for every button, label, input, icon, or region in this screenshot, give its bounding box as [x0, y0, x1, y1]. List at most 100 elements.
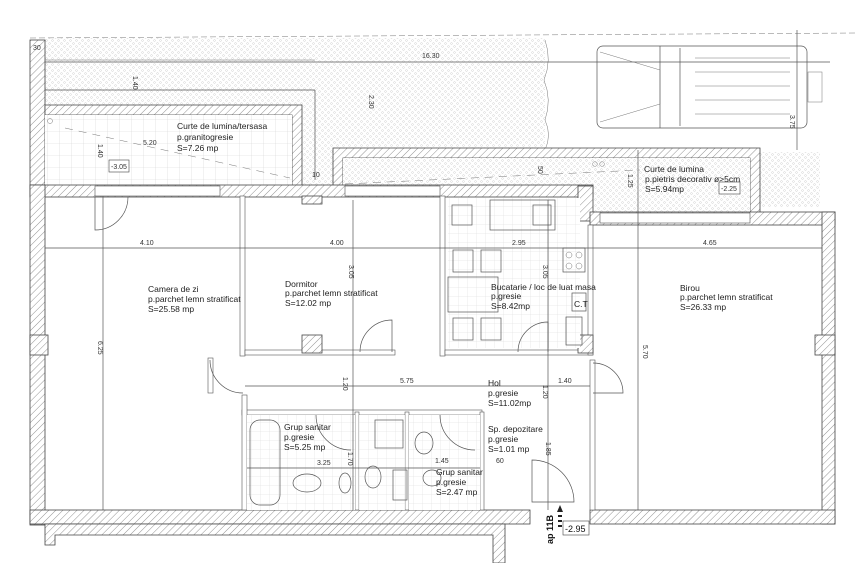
dim-50: 50 [536, 166, 543, 174]
door[interactable] [359, 319, 393, 353]
dim-3-05: 3.05 [541, 265, 548, 279]
svg-text:Dormitor: Dormitor [285, 279, 318, 289]
toilet-icon [364, 465, 382, 489]
boiler [571, 292, 587, 312]
washing-machine [392, 469, 408, 501]
fridge [565, 316, 583, 346]
room-terrace: Curte de lumina/tersasa p.granitogresie … [177, 121, 268, 153]
planting-edge [543, 39, 549, 151]
car-icon [596, 45, 823, 129]
room-kitchen: Bucatarie / loc de luat masa p.gresie S=… [491, 282, 596, 311]
entrance-arrow-icon [557, 505, 563, 527]
svg-text:S=1.01 mp: S=1.01 mp [488, 444, 530, 454]
drain-icon [599, 161, 605, 167]
svg-text:S=12.02 mp: S=12.02 mp [285, 298, 331, 308]
dining-table [447, 276, 499, 313]
sink-icon [532, 204, 552, 226]
bidet-icon [338, 472, 352, 494]
window [344, 185, 441, 197]
lower-wall [44, 523, 506, 563]
room-bathroom-2: Grup sanitar p.gresie S=2.47 mp [436, 467, 483, 497]
south-wall-birou [589, 509, 836, 525]
svg-text:Grup sanitar: Grup sanitar [284, 422, 331, 432]
svg-text:S=5.25 mp: S=5.25 mp [284, 442, 326, 452]
south-wall [29, 509, 531, 525]
entrance-door[interactable] [531, 459, 575, 503]
dim-4-10: 4.10 [140, 240, 154, 247]
dim-4-00: 4.00 [330, 240, 344, 247]
svg-text:p.pietris decorativ ø>5cm: p.pietris decorativ ø>5cm [645, 174, 740, 184]
dim-1-70: 1.70 [346, 452, 353, 466]
bathtub-icon [249, 419, 281, 506]
svg-text:Hol: Hol [488, 378, 501, 388]
chair [480, 317, 502, 341]
window [94, 185, 221, 197]
property-line [29, 32, 856, 39]
chair [452, 249, 474, 273]
dim-3-05: 3.05 [347, 265, 354, 279]
dim-5-75: 5.75 [400, 378, 414, 385]
svg-text:S=2.47 mp: S=2.47 mp [436, 487, 478, 497]
sink-counter [489, 199, 556, 231]
svg-text:p.gresie: p.gresie [284, 432, 315, 442]
svg-text:-2.95: -2.95 [565, 524, 586, 534]
room-living: Camera de zi p.parchet lemn stratificat … [148, 284, 241, 314]
door[interactable] [592, 362, 624, 394]
dim-1-40: 1.40 [131, 76, 138, 90]
dim-1-85: 1.85 [544, 442, 551, 456]
door[interactable] [439, 414, 476, 451]
dim-6-25: 6.25 [96, 341, 103, 355]
svg-text:Camera de zi: Camera de zi [148, 284, 199, 294]
svg-text:p.parchet lemn stratificat: p.parchet lemn stratificat [148, 294, 241, 304]
paved-strip [760, 152, 820, 207]
dim-1-25: 1.25 [626, 174, 633, 188]
room-hall: Hol p.gresie S=11.02mp [488, 378, 531, 408]
chair [480, 249, 502, 273]
dim-1-45: 1.45 [435, 458, 449, 465]
dim-5-20: 5.20 [143, 140, 157, 147]
door[interactable] [94, 196, 129, 231]
dim-4-65: 4.65 [703, 240, 717, 247]
svg-text:p.parchet lemn stratificat: p.parchet lemn stratificat [680, 292, 773, 302]
svg-text:S=25.58 mp: S=25.58 mp [148, 304, 194, 314]
dim-1-20: 1.20 [541, 385, 548, 399]
door[interactable] [315, 414, 352, 451]
room-storage: Sp. depozitare p.gresie S=1.01 mp [488, 424, 543, 454]
svg-text:Curte de lumina/tersasa: Curte de lumina/tersasa [177, 121, 268, 131]
level-tag-lightwell: -2.25 [718, 181, 741, 195]
room-lightwell: Curte de lumina p.pietris decorativ ø>5c… [644, 164, 740, 194]
svg-text:Birou: Birou [680, 283, 700, 293]
east-wall [821, 211, 836, 525]
svg-text:Curte de lumina: Curte de lumina [644, 164, 704, 174]
svg-text:-2.25: -2.25 [721, 186, 737, 193]
svg-text:Bucatarie / loc de luat masa: Bucatarie / loc de luat masa [491, 282, 596, 292]
door[interactable] [517, 321, 549, 353]
svg-text:S=5.94mp: S=5.94mp [645, 184, 684, 194]
svg-text:-3.05: -3.05 [111, 164, 127, 171]
dim-3-25: 3.25 [317, 460, 331, 467]
chair [452, 317, 474, 341]
svg-text:Sp. depozitare: Sp. depozitare [488, 424, 543, 434]
dim-1-40: 1.40 [96, 144, 103, 158]
terrace-left-wall [29, 39, 46, 189]
dim-5-70: 5.70 [641, 345, 648, 359]
shower-icon [374, 419, 404, 449]
svg-text:p.granitogresie: p.granitogresie [177, 132, 234, 142]
drain-icon [47, 118, 53, 124]
dim-16-30: 16.30 [422, 53, 440, 60]
dim-2-30: 2.30 [367, 95, 374, 109]
terrace-tiles [45, 115, 292, 186]
dim-30: 30 [33, 45, 41, 52]
drain-icon [592, 161, 598, 167]
level-tag-terrace: -3.05 [108, 159, 130, 173]
level-tag-entry: -2.95 [562, 520, 590, 536]
dim-60: 60 [496, 458, 504, 465]
washbasin-icon [414, 431, 434, 455]
door[interactable] [209, 359, 244, 394]
window [599, 212, 751, 224]
room-bedroom: Dormitor p.parchet lemn stratificat S=12… [285, 279, 378, 308]
room-office: Birou p.parchet lemn stratificat S=26.33… [680, 283, 773, 312]
svg-text:p.parchet lemn stratificat: p.parchet lemn stratificat [285, 288, 378, 298]
svg-text:p.gresie: p.gresie [488, 388, 519, 398]
